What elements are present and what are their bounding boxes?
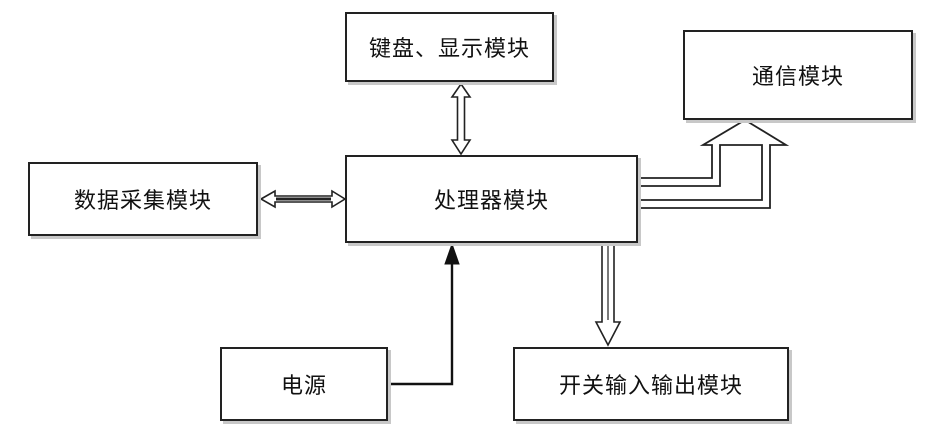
power-processor-arrow <box>388 242 460 386</box>
switch-io-module-label: 开关输入输出模块 <box>558 374 743 399</box>
communication-module-box: 通信模块 <box>683 30 913 120</box>
acquisition-processor-double-arrow <box>259 189 347 209</box>
keyboard-display-module-label: 键盘、显示模块 <box>368 37 530 62</box>
processor-communication-arrow <box>637 118 790 209</box>
power-supply-box: 电源 <box>220 347 388 421</box>
data-acquisition-module-box: 数据采集模块 <box>28 162 258 236</box>
data-acquisition-module-label: 数据采集模块 <box>73 189 212 214</box>
power-supply-label: 电源 <box>280 374 327 399</box>
switch-io-module-box: 开关输入输出模块 <box>513 347 789 421</box>
processor-switch-io-arrow <box>594 242 622 347</box>
keyboard-processor-double-arrow <box>450 82 472 156</box>
processor-module-label: 处理器模块 <box>433 189 549 214</box>
processor-module-box: 处理器模块 <box>345 155 638 243</box>
communication-module-label: 通信模块 <box>751 65 844 90</box>
keyboard-display-module-box: 键盘、显示模块 <box>345 12 554 82</box>
